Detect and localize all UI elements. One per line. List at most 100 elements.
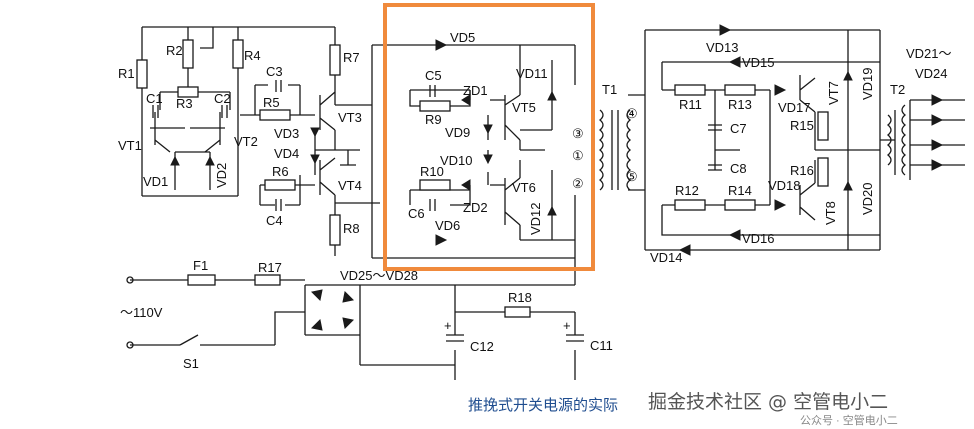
label-r12: R12 <box>675 183 699 198</box>
label-s1: S1 <box>183 356 199 371</box>
ac-input <box>126 276 199 349</box>
label-c11-plus: + <box>563 318 571 333</box>
label-r6: R6 <box>272 164 289 179</box>
capacitor-c12 <box>446 334 464 342</box>
diode-vd17 <box>774 84 787 96</box>
resistor-r6 <box>264 179 296 191</box>
label-c4: C4 <box>266 213 283 228</box>
label-vt1: VT1 <box>118 138 142 153</box>
label-r4: R4 <box>244 48 261 63</box>
label-zd1: ZD1 <box>463 83 488 98</box>
label-r5: R5 <box>263 95 280 110</box>
component-labels: R1 R2 R3 R4 R5 R6 R7 R8 R9 R10 R11 R12 R… <box>118 30 952 371</box>
diode-vd6 <box>435 234 448 246</box>
capacitor-c6 <box>429 199 436 211</box>
resistor-r17 <box>254 274 281 286</box>
label-c8: C8 <box>730 161 747 176</box>
transformer-t2 <box>886 104 907 176</box>
label-c2: C2 <box>214 91 231 106</box>
watermark: 掘金技术社区 @ 空管电小二 <box>648 391 888 413</box>
resistor-r10 <box>419 179 451 191</box>
diode-vd5 <box>435 39 448 51</box>
label-ac-110v: ～110V <box>120 305 163 320</box>
capacitor-c5 <box>429 85 436 97</box>
diode-vd23 <box>931 139 944 151</box>
label-vt5: VT5 <box>512 100 536 115</box>
label-vd2: VD2 <box>214 163 229 188</box>
diode-vd2 <box>205 155 215 166</box>
capacitor-c2 <box>221 105 228 118</box>
diode-vd20 <box>843 180 853 191</box>
label-r18: R18 <box>508 290 532 305</box>
diode-vd11 <box>547 90 557 101</box>
wires <box>130 26 965 380</box>
capacitors <box>152 80 722 342</box>
resistor-r16 <box>817 157 829 187</box>
label-vd12: VD12 <box>528 202 543 235</box>
resistor-r12 <box>674 199 706 211</box>
zener-zd1 <box>461 94 471 106</box>
label-c11: C11 <box>590 338 613 353</box>
resistor-r2 <box>182 39 194 69</box>
diodes <box>170 24 944 331</box>
zener-zd2 <box>461 179 471 191</box>
resistor-r3 <box>177 86 199 98</box>
label-vd17: VD17 <box>778 100 811 115</box>
label-c12: C12 <box>470 339 494 354</box>
label-r17: R17 <box>258 260 282 275</box>
label-c12-plus: + <box>444 318 452 333</box>
label-vd21: VD21～ <box>906 46 952 61</box>
label-t1: T1 <box>602 82 617 97</box>
label-r9: R9 <box>425 112 442 127</box>
label-vd13: VD13 <box>706 40 739 55</box>
diode-vd22 <box>931 114 944 126</box>
label-vd14: VD14 <box>650 250 683 265</box>
capacitor-c8 <box>708 164 722 171</box>
diode-vd3 <box>310 127 320 138</box>
resistor-r14 <box>724 199 756 211</box>
capacitor-c4 <box>275 199 282 211</box>
label-vd9: VD9 <box>445 125 470 140</box>
label-vd3: VD3 <box>274 126 299 141</box>
diode-vd10 <box>483 154 493 165</box>
diode-vd9 <box>483 124 493 135</box>
label-f1: F1 <box>193 258 208 273</box>
diode-vd18 <box>774 199 787 211</box>
label-vd11: VD11 <box>516 66 548 81</box>
label-c1: C1 <box>146 91 163 106</box>
label-vd5: VD5 <box>450 30 475 45</box>
diode-vd21 <box>931 94 944 106</box>
label-pin4: ④ <box>626 106 638 121</box>
label-vd10: VD10 <box>440 153 473 168</box>
label-vd6: VD6 <box>435 218 460 233</box>
resistor-r7 <box>329 44 341 76</box>
diode-vd19 <box>843 70 853 81</box>
resistor-r15 <box>817 111 829 141</box>
capacitor-c11 <box>566 334 584 342</box>
diode-vd14 <box>678 244 691 256</box>
label-r14: R14 <box>728 183 752 198</box>
label-pin1: ① <box>572 148 584 163</box>
label-r2: R2 <box>166 43 183 58</box>
label-vd25-vd28: VD25～VD28 <box>340 268 418 283</box>
label-pin3: ③ <box>572 126 584 141</box>
figure-caption: 推挽式开关电源的实际 <box>468 396 618 414</box>
resistor-r13 <box>724 84 756 96</box>
label-vt4: VT4 <box>338 178 362 193</box>
label-r13: R13 <box>728 97 752 112</box>
label-c6: C6 <box>408 206 425 221</box>
label-r10: R10 <box>420 164 444 179</box>
label-vt8: VT8 <box>823 201 838 225</box>
capacitor-c1 <box>152 105 159 118</box>
fuse-f1 <box>187 274 216 286</box>
resistors <box>136 39 829 318</box>
diode-vd24 <box>931 159 944 171</box>
label-vd18: VD18 <box>768 178 801 193</box>
label-vd16: VD16 <box>742 231 775 246</box>
resistor-r9 <box>419 100 451 112</box>
highlight-box <box>383 3 595 271</box>
label-vt7: VT7 <box>826 81 841 105</box>
bridge-rectifier-vd25-vd28 <box>310 289 355 331</box>
